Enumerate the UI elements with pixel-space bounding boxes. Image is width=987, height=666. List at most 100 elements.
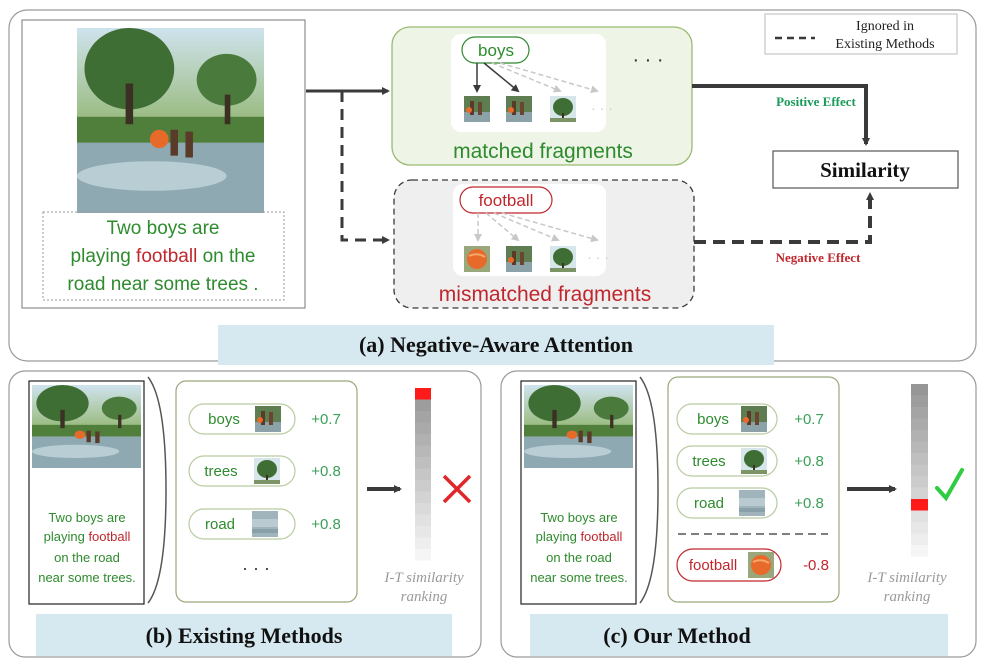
panel-b-rank-cell (415, 491, 431, 503)
panel-b-photo (32, 385, 141, 468)
tree-thumb (254, 458, 280, 484)
panel-c-bracket (639, 376, 659, 604)
matched-label: matched fragments (453, 140, 633, 163)
item-score: +0.7 (311, 411, 341, 428)
mismatched-thumb-2 (506, 246, 532, 272)
matched-dots: · · · (632, 49, 663, 71)
panel-b-caption: Two boys are playing football on the roa… (38, 510, 136, 585)
legend-line-1: Ignored in (856, 19, 914, 34)
panel-b-ranking-label-2: ranking (401, 589, 448, 605)
panel-c-rank-highlight (911, 499, 928, 511)
panel-c-item-1: boys +0.7 (676, 403, 824, 435)
panel-c-rank-cell (911, 476, 928, 488)
caption-b-line-4: near some trees. (38, 570, 136, 585)
item-word: boys (208, 411, 240, 428)
item-word: trees (204, 463, 237, 480)
mismatched-word: football (479, 191, 534, 210)
mismatched-thumb-3 (550, 246, 576, 272)
panel-b-ranking-bar (415, 388, 431, 561)
panel-c-rank-cell (911, 384, 928, 396)
panel-b-rank-cell (415, 514, 431, 526)
panel-c-rank-cell (911, 522, 928, 534)
caption-a-line-2: playing football on the (71, 246, 256, 267)
positive-effect-arrow (692, 84, 870, 146)
panel-c-title: (c) Our Method (603, 623, 750, 648)
item-score: +0.8 (311, 463, 341, 480)
negative-effect-label: Negative Effect (776, 250, 861, 265)
similarity-box (772, 150, 959, 189)
panel-c-ranking-label-1: I-T similarity (866, 570, 947, 586)
panel-b-rank-cell (415, 457, 431, 469)
panel-c-rank-cell (911, 418, 928, 430)
panel-c-item-2: trees +0.8 (676, 445, 824, 477)
item-score: +0.8 (794, 453, 824, 470)
panel-a-title-bg (218, 325, 774, 365)
panel-c-rank-cell (911, 545, 928, 557)
matched-word: boys (478, 41, 514, 60)
panel-b-rank-cell (415, 434, 431, 446)
panel-c-negative-item: football -0.8 (676, 548, 829, 582)
matched-thumb-3 (550, 96, 576, 122)
similarity-label: Similarity (820, 158, 910, 182)
item-score: +0.8 (311, 516, 341, 533)
panel-b-rank-cell (415, 468, 431, 480)
panel-b-rank-highlight (415, 388, 431, 400)
football-thumb (747, 551, 775, 579)
panel-c-rank-cell (911, 430, 928, 442)
panel-b-ellipsis: · · · (242, 558, 270, 578)
panel-b-ranking-label-1: I-T similarity (383, 570, 464, 586)
item-word: boys (697, 411, 729, 428)
caption-a-line-1: Two boys are (107, 218, 220, 239)
panel-b-rank-cell (415, 411, 431, 423)
tree-thumb (741, 448, 767, 474)
panel-b-rank-cell (415, 503, 431, 515)
arrow-to-mismatched (340, 91, 390, 244)
matched-thumb-more: · · · (591, 100, 613, 116)
panel-a-title: (a) Negative-Aware Attention (359, 332, 633, 357)
item-score: -0.8 (803, 557, 829, 574)
mismatched-thumb-more: · · · (587, 249, 609, 265)
panel-b-item-1: boys +0.7 (188, 403, 341, 435)
legend: Ignored in Existing Methods (764, 13, 958, 55)
caption-b-line-1: Two boys are (48, 510, 125, 525)
caption-b-line-2: playing football (44, 529, 131, 544)
item-score: +0.7 (794, 411, 824, 428)
mismatched-thumb-1 (463, 245, 491, 273)
panel-c-rank-cell (911, 395, 928, 407)
legend-line-2: Existing Methods (835, 37, 934, 52)
caption-b-line-3: on the road (54, 550, 120, 565)
panel-c-rank-cell (911, 407, 928, 419)
boys-thumb (255, 406, 281, 432)
panel-b-items-box (175, 380, 358, 603)
caption-c-line-4: near some trees. (530, 570, 628, 585)
panel-c-photo (524, 385, 633, 468)
caption-c-line-3: on the road (546, 550, 612, 565)
matched-thumb-2 (506, 96, 532, 122)
panel-c-ranking-bar (911, 384, 928, 557)
panel-b-rank-cell (415, 445, 431, 457)
panel-b-rank-cell (415, 422, 431, 434)
panel-b-rank-cell (415, 480, 431, 492)
mismatched-word-pill (459, 186, 553, 214)
item-word: trees (692, 453, 725, 470)
boys-thumb (741, 406, 767, 432)
positive-effect-label: Positive Effect (776, 94, 856, 109)
caption-a-line-3: road near some trees . (67, 274, 258, 295)
panel-c-rank-cell (911, 441, 928, 453)
item-word: road (205, 516, 235, 533)
panel-b-bracket (147, 376, 167, 604)
panel-b-item-3: road +0.8 (188, 508, 341, 540)
mismatched-label: mismatched fragments (439, 283, 651, 306)
item-word: road (694, 495, 724, 512)
panel-b-rank-cell (415, 549, 431, 561)
item-score: +0.8 (794, 495, 824, 512)
panel-b-title-bg (36, 614, 452, 656)
panel-c-rank-cell (911, 533, 928, 545)
item-word: football (689, 557, 737, 574)
caption-c-line-2: playing football (536, 529, 623, 544)
main-photo (77, 28, 264, 213)
caption-c-line-1: Two boys are (540, 510, 617, 525)
caption-box-a (42, 211, 285, 301)
panel-c-rank-cell (911, 510, 928, 522)
